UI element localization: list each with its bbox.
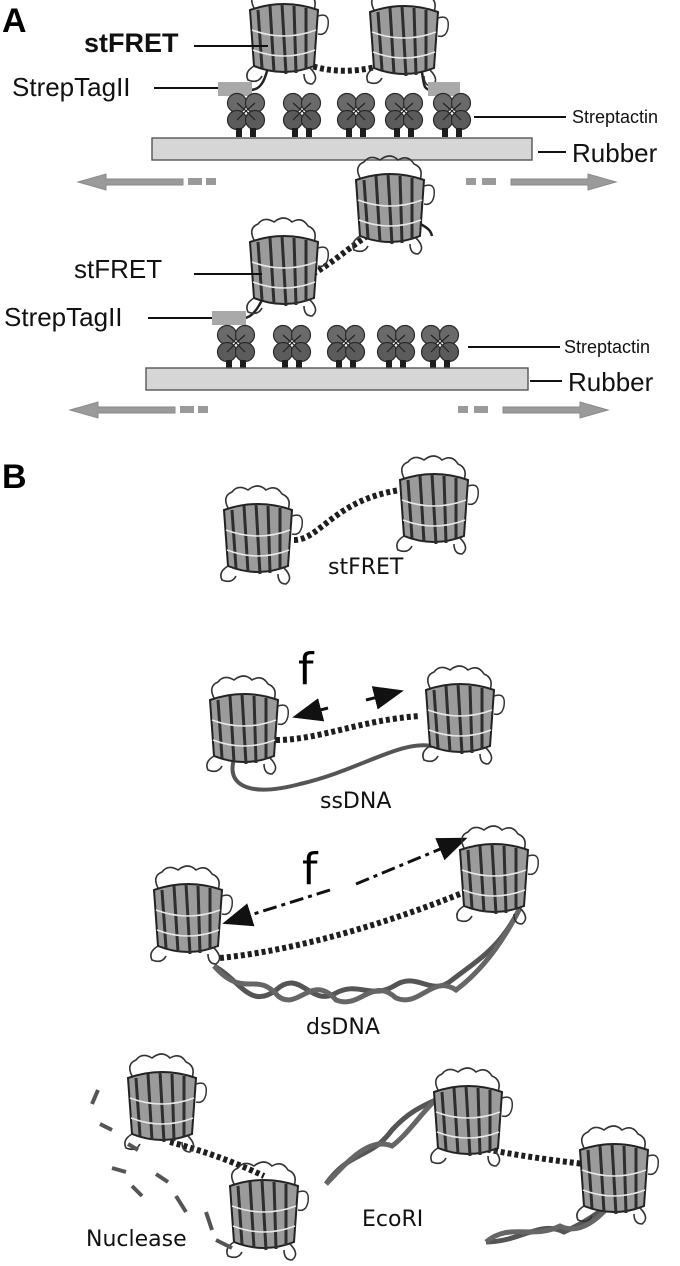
streptactin-icon: [272, 324, 312, 370]
stretch-left-arrow-icon: [77, 173, 184, 191]
fluorescent-protein-icon: [123, 1052, 208, 1154]
rubber-substrate: [145, 367, 529, 391]
nuclease-label: Nuclease: [86, 1227, 187, 1252]
force-arrow-right-icon: [365, 686, 404, 710]
stfret-construct-label: stFRET: [328, 555, 404, 580]
streptactin-icon: [216, 324, 256, 370]
stfret-construct: stFRET: [219, 454, 480, 586]
fluorescent-protein-icon: [351, 154, 436, 256]
streptactin-icon: [226, 92, 266, 138]
streptactin-icon: [336, 92, 376, 138]
fluorescent-protein-icon: [245, 0, 330, 86]
nuclease-construct: Nuclease: [86, 1052, 310, 1262]
ssdna-strand: [230, 743, 433, 792]
ecori-label: EcoRI: [362, 1207, 423, 1232]
stfret-label: stFRET: [74, 254, 162, 284]
force-arrow-left-icon: [292, 698, 329, 722]
streptactin-label: Streptactin: [572, 107, 658, 127]
rubber-substrate: [151, 137, 533, 161]
fluorescent-protein-icon: [245, 216, 330, 318]
dna-fragments: [90, 1089, 233, 1250]
fluorescent-protein-icon: [225, 1160, 310, 1262]
fluorescent-protein-icon: [455, 824, 540, 926]
streptag-box: [212, 311, 246, 325]
rubber-label: Rubber: [568, 367, 654, 397]
fluorescent-protein-icon: [575, 1124, 660, 1226]
stfret-label: stFRET: [84, 28, 179, 58]
fluorescent-protein-icon: [395, 454, 480, 556]
streptag-label: StrepTagII: [12, 72, 131, 102]
force-label: f: [298, 644, 315, 695]
panel-a-top-diagram: stFRET StrepTagII Streptactin Rubber: [12, 0, 658, 191]
dsdna-construct: f dsDNA: [149, 824, 540, 1040]
streptactin-icon: [420, 324, 460, 370]
stretch-left-arrow-icon: [69, 401, 176, 419]
streptag-box: [218, 82, 252, 96]
panel-a-bottom-diagram: stFRET StrepTagII Streptactin Rubber: [4, 154, 654, 419]
stretch-right-arrow-icon: [502, 401, 609, 419]
stretch-right-arrow-icon: [510, 173, 617, 191]
fluorescent-protein-icon: [205, 674, 290, 776]
rubber-label: Rubber: [572, 138, 658, 168]
streptactin-icon: [282, 92, 322, 138]
streptag-box: [428, 82, 460, 96]
streptactin-icon: [384, 92, 424, 138]
fluorescent-protein-icon: [365, 0, 450, 88]
dsdna-strand: [212, 906, 523, 1000]
fluorescent-protein-icon: [219, 484, 304, 586]
dsdna-label: dsDNA: [306, 1015, 380, 1040]
fluorescent-protein-icon: [149, 864, 234, 966]
streptactin-label: Streptactin: [564, 337, 650, 357]
force-label: f: [302, 844, 319, 895]
fluorescent-protein-icon: [429, 1066, 514, 1168]
panel-a-label: A: [2, 2, 27, 40]
force-arrow-right-icon: [355, 837, 468, 886]
ssdna-construct: f ssDNA: [205, 644, 506, 814]
streptag-label: StrepTagII: [4, 302, 123, 332]
streptactin-icon: [432, 92, 472, 138]
ssdna-label: ssDNA: [320, 789, 391, 814]
force-arrow-left-icon: [222, 888, 331, 927]
ecori-construct: EcoRI: [323, 1066, 660, 1245]
streptactin-icon: [376, 324, 416, 370]
fluorescent-protein-icon: [421, 664, 506, 766]
streptactin-icon: [326, 324, 366, 370]
panel-b-label: B: [2, 458, 27, 496]
